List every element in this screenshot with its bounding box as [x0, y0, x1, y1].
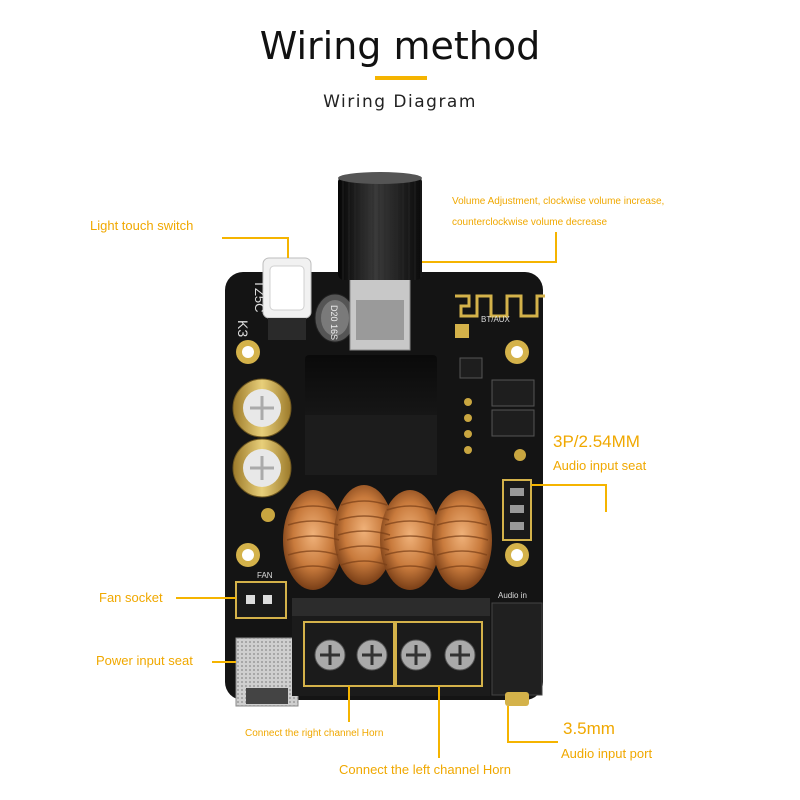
port-subtitle: Audio input port	[561, 746, 653, 761]
fan-silk: FAN	[257, 571, 273, 580]
fan-socket	[235, 581, 287, 619]
volume-label-line1: Volume Adjustment, clockwise volume incr…	[452, 196, 665, 207]
page-subtitle: Wiring Diagram	[323, 92, 477, 112]
bt-antenna-trace	[455, 294, 545, 318]
audio-in-silk: Audio in	[498, 591, 527, 600]
volume-label-line2: counterclockwise volume decrease	[452, 217, 608, 228]
right-horn-label: Connect the right channel Horn	[245, 728, 384, 739]
model-silk: TZ5C	[252, 280, 267, 313]
port-title: 3.5mm	[563, 719, 615, 738]
pcb-board	[225, 272, 543, 700]
page-title: Wiring method	[259, 24, 541, 68]
title-underline	[375, 76, 427, 80]
audio-seat-subtitle: Audio input seat	[553, 458, 647, 473]
small-cap-silk: D20 16S	[329, 305, 339, 340]
fan-socket-label: Fan socket	[99, 590, 163, 605]
audio-seat-title: 3P/2.54MM	[553, 432, 640, 451]
antenna-pad	[455, 324, 469, 338]
bt-aux-silk: BT/AUX	[481, 315, 511, 324]
leader-lines	[176, 232, 607, 758]
light-touch-switch-label: Light touch switch	[90, 218, 194, 233]
terminal-screws	[314, 639, 476, 671]
mounting-holes	[236, 340, 529, 567]
audio-jack-body	[491, 602, 543, 696]
inductor-coils	[283, 485, 492, 590]
k3-silk: K3	[235, 320, 251, 337]
power-input-label: Power input seat	[96, 653, 193, 668]
electrolytic-caps	[232, 378, 292, 498]
left-horn-label: Connect the left channel Horn	[339, 762, 511, 777]
